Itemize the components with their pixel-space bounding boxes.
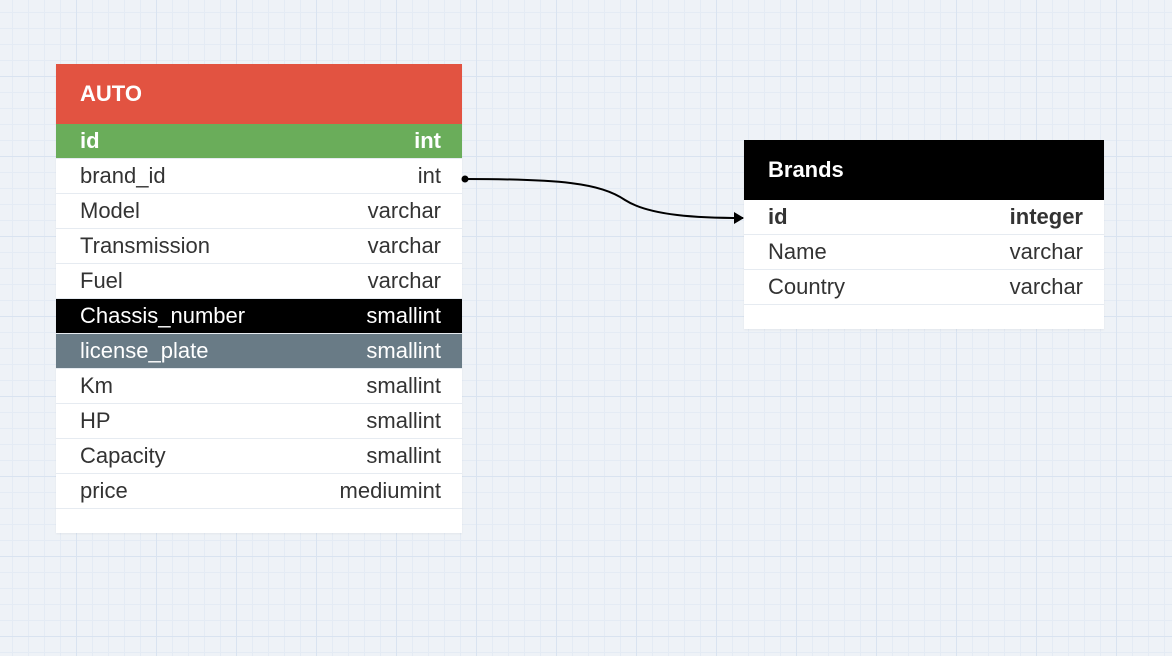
- field-type: int: [414, 128, 441, 153]
- relationship-brand-id-to-brands-id[interactable]: [464, 178, 744, 224]
- field-name: HP: [80, 408, 111, 433]
- field-name: id: [768, 204, 788, 229]
- brands-row-name[interactable]: Name varchar: [744, 235, 1104, 270]
- field-type: smallint: [366, 443, 441, 468]
- field-name: price: [80, 478, 128, 503]
- auto-row-brand-id[interactable]: brand_id int: [56, 159, 462, 194]
- auto-row-license-plate[interactable]: license_plate smallint: [56, 334, 462, 369]
- auto-table-header[interactable]: AUTO: [56, 64, 462, 124]
- field-name: id: [80, 128, 100, 153]
- field-type: varchar: [1009, 274, 1083, 299]
- auto-row-chassis-number[interactable]: Chassis_number smallint: [56, 299, 462, 334]
- brands-table-footer: [744, 305, 1104, 329]
- field-type: int: [417, 163, 441, 188]
- relationship-start-dot: [461, 175, 469, 183]
- field-name: Km: [80, 373, 113, 398]
- field-type: varchar: [367, 198, 441, 223]
- brands-row-id[interactable]: id integer: [744, 200, 1104, 235]
- field-name: brand_id: [80, 163, 166, 188]
- auto-row-transmission[interactable]: Transmission varchar: [56, 229, 462, 264]
- field-name: Model: [80, 198, 140, 223]
- auto-row-hp[interactable]: HP smallint: [56, 404, 462, 439]
- auto-row-km[interactable]: Km smallint: [56, 369, 462, 404]
- field-type: mediumint: [339, 478, 441, 503]
- field-type: integer: [1009, 204, 1083, 229]
- auto-row-price[interactable]: price mediumint: [56, 474, 462, 509]
- field-name: Fuel: [80, 268, 123, 293]
- field-name: Transmission: [80, 233, 210, 258]
- field-type: varchar: [367, 233, 441, 258]
- field-type: varchar: [1009, 239, 1083, 264]
- auto-row-id[interactable]: id int: [56, 124, 462, 159]
- field-type: smallint: [366, 338, 441, 363]
- field-name: Capacity: [80, 443, 166, 468]
- field-name: license_plate: [80, 338, 209, 363]
- field-type: varchar: [367, 268, 441, 293]
- brands-table-title: Brands: [768, 157, 844, 182]
- field-name: Country: [768, 274, 846, 299]
- field-name: Name: [768, 239, 827, 264]
- field-type: smallint: [366, 303, 441, 328]
- auto-row-model[interactable]: Model varchar: [56, 194, 462, 229]
- auto-row-fuel[interactable]: Fuel varchar: [56, 264, 462, 299]
- field-name: Chassis_number: [80, 303, 246, 328]
- auto-table-title: AUTO: [80, 81, 142, 106]
- brands-table-header[interactable]: Brands: [744, 140, 1104, 200]
- auto-table-footer: [56, 509, 462, 533]
- field-type: smallint: [366, 373, 441, 398]
- auto-row-capacity[interactable]: Capacity smallint: [56, 439, 462, 474]
- field-type: smallint: [366, 408, 441, 433]
- brands-row-country[interactable]: Country varchar: [744, 270, 1104, 305]
